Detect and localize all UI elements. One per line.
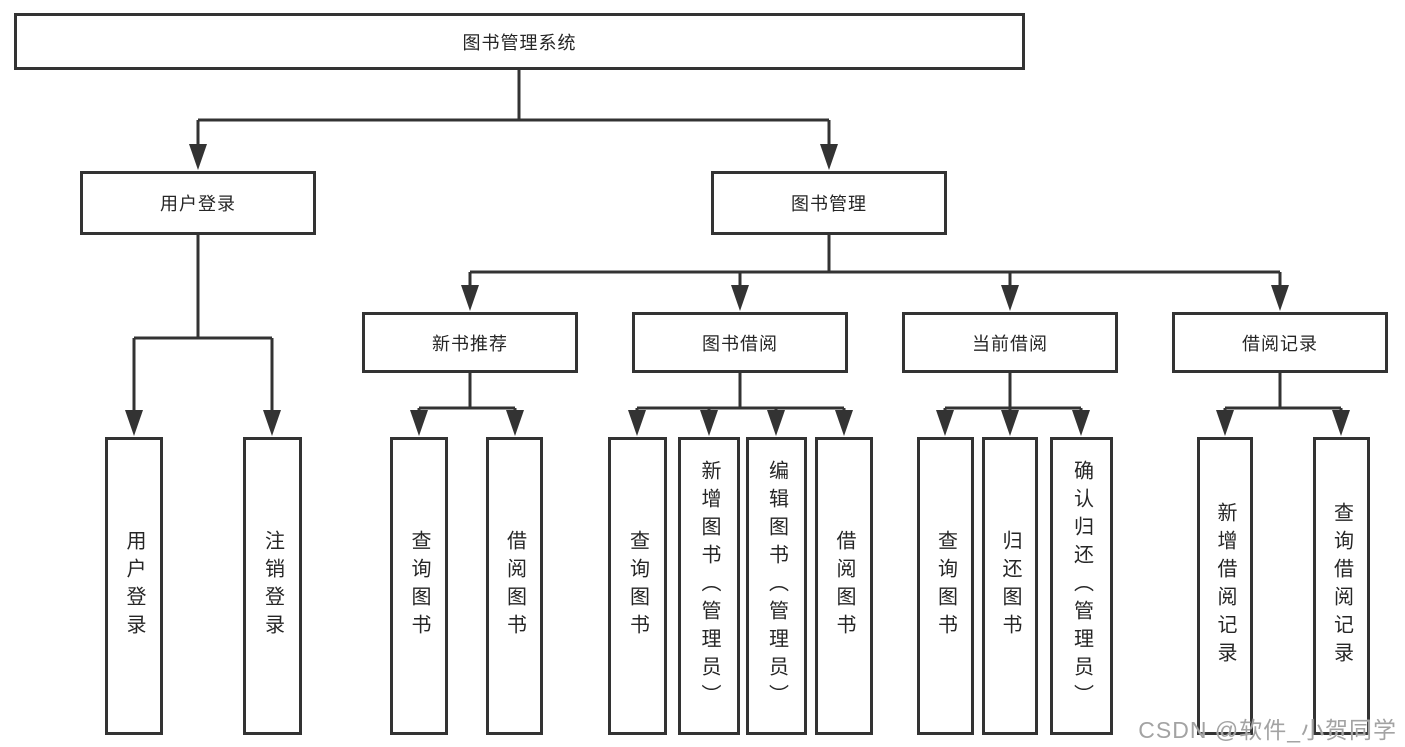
node-current-borrowing: 当前借阅: [902, 312, 1118, 373]
leaf-borrow-books: 借阅图书: [486, 437, 543, 735]
leaf-query-books-3: 查询图书: [917, 437, 974, 735]
leaf-borrow-books-2: 借阅图书: [815, 437, 873, 735]
watermark: CSDN @软件_小贺同学: [1138, 717, 1397, 743]
node-book-management: 图书管理: [711, 171, 947, 235]
leaf-add-borrow-record: 新增借阅记录: [1197, 437, 1253, 735]
leaf-add-books-admin: 新增图书（管理员）: [678, 437, 740, 735]
leaf-edit-books-admin: 编辑图书（管理员）: [746, 437, 807, 735]
node-library-system: 图书管理系统: [14, 13, 1025, 70]
leaf-query-books: 查询图书: [390, 437, 448, 735]
node-user-login: 用户登录: [80, 171, 316, 235]
leaf-query-books-2: 查询图书: [608, 437, 667, 735]
node-book-borrowing: 图书借阅: [632, 312, 848, 373]
leaf-logout: 注销登录: [243, 437, 302, 735]
node-borrowing-records: 借阅记录: [1172, 312, 1388, 373]
leaf-user-login: 用户登录: [105, 437, 163, 735]
node-new-book-recommend: 新书推荐: [362, 312, 578, 373]
leaf-return-books: 归还图书: [982, 437, 1038, 735]
leaf-query-borrow-record: 查询借阅记录: [1313, 437, 1370, 735]
leaf-confirm-return-admin: 确认归还（管理员）: [1050, 437, 1113, 735]
